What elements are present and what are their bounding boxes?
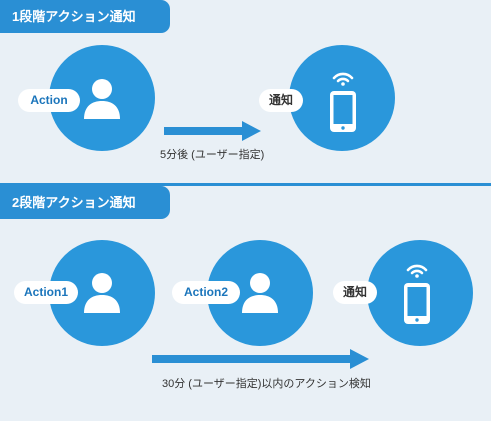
section-2-arrow (152, 349, 369, 369)
section-2-heading: 2段階アクション通知 (0, 186, 170, 219)
person-icon (84, 79, 120, 119)
smartphone-wifi-icon (404, 264, 430, 324)
section-1-arrow-caption: 5分後 (ユーザー指定) (160, 149, 265, 161)
section-1-notify-label: 通知 (259, 89, 303, 112)
section-1-arrow (164, 121, 261, 141)
section-1-heading: 1段階アクション通知 (0, 0, 170, 33)
person-icon (242, 273, 278, 313)
section-2-action2-label: Action2 (172, 281, 240, 304)
section-2-arrow-caption: 30分 (ユーザー指定)以内のアクション検知 (162, 378, 371, 390)
section-2-action1-label: Action1 (14, 281, 78, 304)
section-divider (0, 183, 491, 186)
section-2-notify-label: 通知 (333, 281, 377, 304)
person-icon (84, 273, 120, 313)
smartphone-wifi-icon (330, 72, 356, 132)
section-1-action-label: Action (18, 89, 80, 112)
